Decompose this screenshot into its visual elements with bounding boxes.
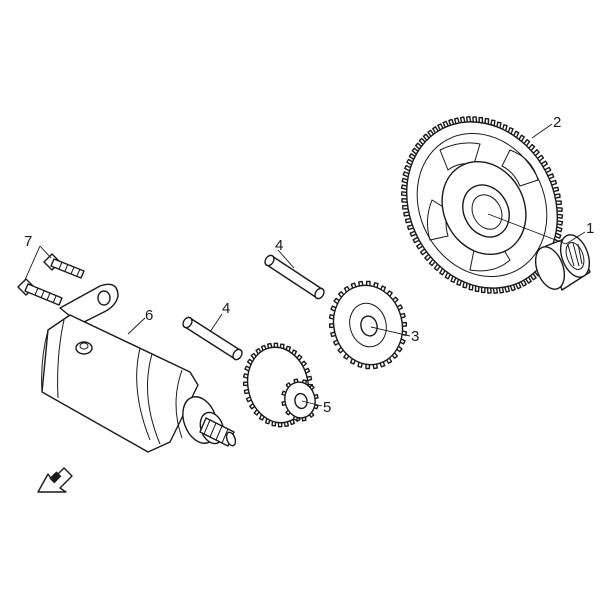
shaft-upper <box>264 254 325 300</box>
callout-label-4-lower: 4 <box>222 300 230 317</box>
callout-7: 7 <box>23 233 52 283</box>
bolt-lower <box>17 278 63 306</box>
front-direction-arrow-icon <box>37 467 73 493</box>
callout-label-6: 6 <box>145 307 153 324</box>
shaft-lower <box>182 316 243 361</box>
starter-motor <box>41 283 237 453</box>
callout-6: 6 <box>127 307 153 335</box>
callout-label-1: 1 <box>586 220 594 237</box>
bolt-upper <box>43 253 85 279</box>
reduction-gear <box>242 342 319 428</box>
bearing <box>534 234 591 291</box>
callout-label-4-upper: 4 <box>275 237 283 254</box>
callout-3: 3 <box>370 326 419 345</box>
callout-label-3: 3 <box>411 328 419 345</box>
callout-label-5: 5 <box>323 399 331 416</box>
idler-gear <box>328 280 408 370</box>
large-starter-gear <box>400 116 564 294</box>
callout-4-lower: 4 <box>209 300 230 333</box>
callout-label-2: 2 <box>553 114 561 131</box>
callout-5: 5 <box>301 399 331 416</box>
callout-2: 2 <box>531 114 561 139</box>
callout-4-upper: 4 <box>275 237 295 269</box>
callout-1: 1 <box>487 213 594 245</box>
callout-label-7: 7 <box>24 233 32 250</box>
